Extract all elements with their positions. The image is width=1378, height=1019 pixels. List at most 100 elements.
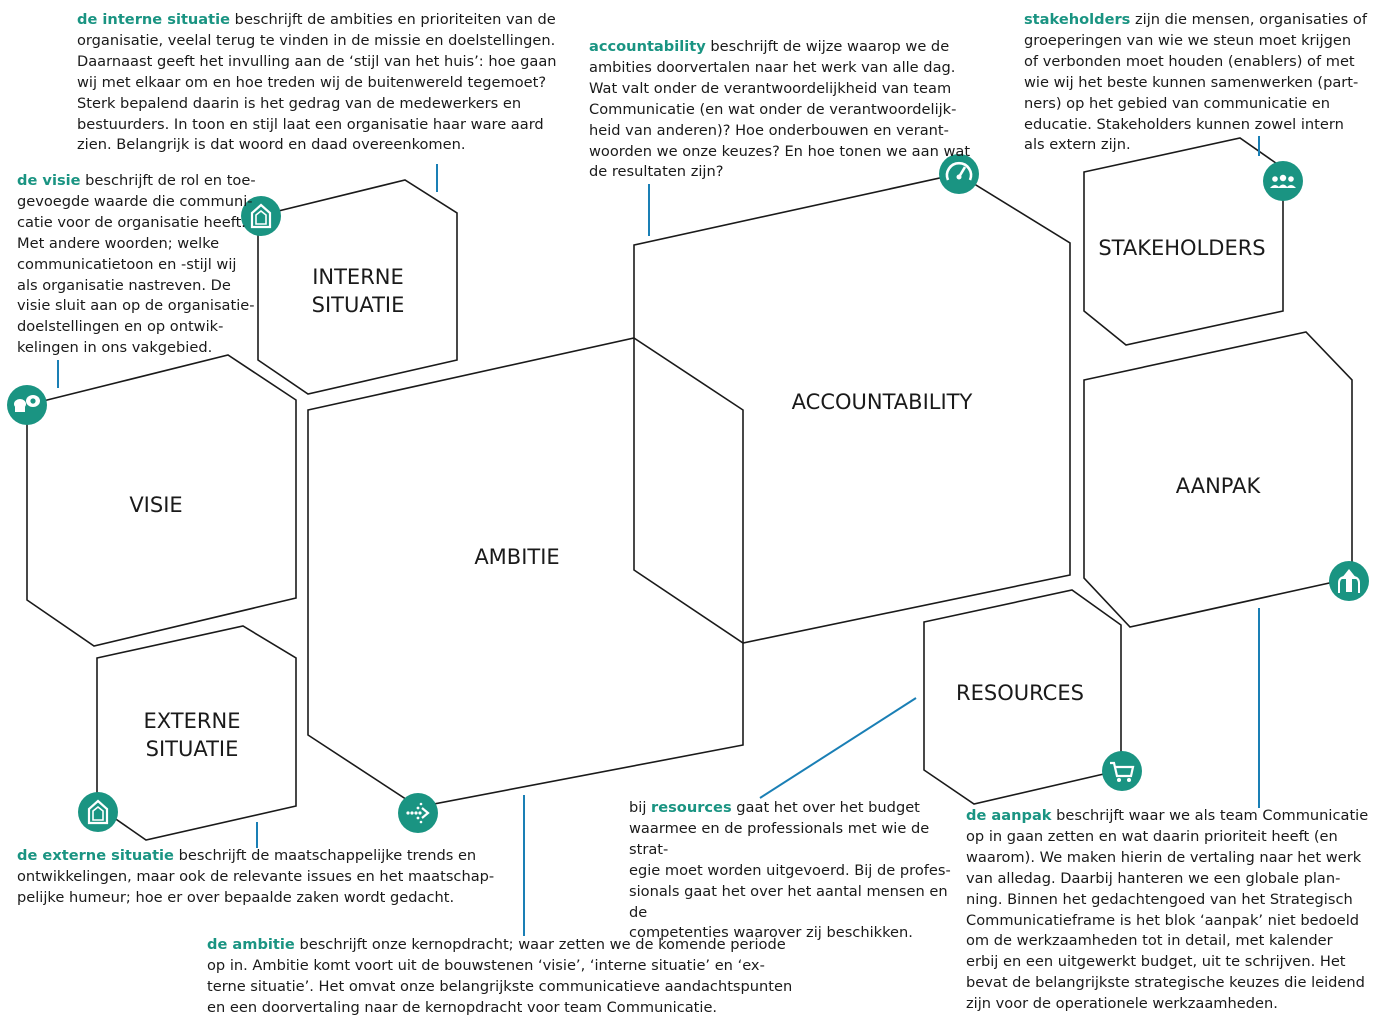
desc-stakeholders: stakeholders zijn die mensen, organisati… (1024, 10, 1374, 156)
label-externe-situatie: EXTERNE SITUATIE (122, 707, 262, 763)
line: erbij en een uitgewerkt budget, uit te s… (966, 953, 1346, 971)
line: Communicatie (en wat onder de verantwoor… (589, 100, 957, 118)
house-icon (241, 196, 281, 236)
line: beschrijft onze kernopdracht; waar zette… (294, 936, 786, 953)
keyword: de interne situatie (77, 11, 231, 28)
merge-arrows-icon (1329, 561, 1369, 601)
keyword: de aanpak (966, 807, 1052, 824)
line: op in. Ambitie komt voort uit de bouwste… (207, 956, 765, 974)
label-aanpak: AANPAK (1158, 472, 1278, 500)
line: zien. Belangrijk is dat woord en daad ov… (77, 136, 466, 154)
line: waarom). We maken hierin de vertaling na… (966, 848, 1362, 866)
keyword: de visie (17, 172, 81, 189)
label-line: ACCOUNTABILITY (791, 390, 973, 414)
desc-accountability: accountability beschrijft de wijze waaro… (589, 37, 989, 183)
line: gaat het over het budget (731, 799, 920, 816)
line: of verbonden moet houden (enablers) of m… (1024, 52, 1355, 70)
line: van alledag. Daarbij hanteren we een glo… (966, 869, 1341, 887)
line: Wat valt onder de verantwoordelijkheid v… (589, 79, 952, 97)
line: gevoegde waarde die communi- (17, 192, 253, 210)
gauge-icon (939, 154, 979, 194)
line: beschrijft de ambities en prioriteiten v… (230, 11, 556, 28)
line: bij (629, 799, 652, 816)
desc-visie: de visie beschrijft de rol en toe-gevoeg… (17, 171, 257, 359)
desc-aanpak: de aanpak beschrijft waar we als team Co… (966, 806, 1371, 1015)
block-visie (26, 354, 297, 647)
line: ners) op het gebied van communicatie en (1024, 94, 1331, 112)
keyword: stakeholders (1024, 11, 1131, 28)
desc-ambitie: de ambitie beschrijft onze kernopdracht;… (207, 935, 807, 1019)
label-accountability: ACCOUNTABILITY (772, 388, 992, 416)
line: groeperingen van wie we steun moet krijg… (1024, 31, 1352, 49)
people-icon (1263, 161, 1303, 201)
block-ambitie (307, 337, 744, 808)
line: organisatie, veelal terug te vinden in d… (77, 31, 556, 49)
label-stakeholders: STAKEHOLDERS (1092, 234, 1272, 262)
line: op in gaan zetten en wat daarin priorite… (966, 827, 1338, 845)
line: als organisatie nastreven. De (17, 276, 231, 294)
binoculars-icon (7, 385, 47, 425)
line: en een doorvertaling naar de kernopdrach… (207, 998, 718, 1016)
line: ontwikkelingen, maar ook de relevante is… (17, 867, 495, 885)
desc-externe-situatie: de externe situatie beschrijft de maatsc… (17, 846, 497, 909)
line: Sterk bepalend daarin is het gedrag van … (77, 94, 522, 112)
label-visie: VISIE (96, 491, 216, 519)
line: Communicatieframe is het blok ‘aanpak’ n… (966, 911, 1360, 929)
label-line: AMBITIE (474, 545, 560, 569)
label-ambitie: AMBITIE (447, 543, 587, 571)
line: zijn die mensen, organisaties of (1130, 11, 1367, 28)
line: beschrijft de rol en toe- (80, 172, 256, 189)
label-interne-situatie: INTERNE SITUATIE (288, 263, 428, 319)
line: bestuurders. In toon en stijl laat een o… (77, 115, 544, 133)
label-line: EXTERNE (143, 709, 241, 733)
line: beschrijft waar we als team Communicatie (1051, 807, 1369, 824)
block-stakeholders (1083, 137, 1284, 346)
line: wij met elkaar om en hoe treden wij de b… (77, 73, 547, 91)
desc-resources: bij resources gaat het over het budget wa… (629, 798, 969, 944)
label-line: SITUATIE (311, 293, 405, 317)
line: communicatietoon en -stijl wij (17, 255, 237, 273)
label-line: VISIE (129, 493, 183, 517)
line: ning. Binnen het gedachtengoed van het S… (966, 890, 1353, 908)
line: woorden we onze keuzes? En hoe tonen we … (589, 142, 971, 160)
line: ambities doorvertalen naar het werk van … (589, 58, 956, 76)
line: visie sluit aan op de organisatie- (17, 297, 255, 315)
house-icon (78, 792, 118, 832)
line: heid van anderen)? Hoe onderbouwen en ve… (589, 121, 949, 139)
block-interne-situatie (257, 179, 458, 395)
shopping-cart-icon (1102, 751, 1142, 791)
line: Met andere woorden; welke (17, 234, 220, 252)
label-line: RESOURCES (956, 681, 1084, 705)
label-line: INTERNE (312, 265, 404, 289)
line: waarmee en de professionals met wie de s… (629, 819, 930, 858)
line: wie wij het beste kunnen samenwerken (pa… (1024, 73, 1359, 91)
label-line: AANPAK (1175, 474, 1261, 498)
line: om de werkzaamheden tot in detail, met k… (966, 932, 1333, 950)
line: competenties waarover zij beschikken. (629, 924, 913, 942)
line: beschrijft de wijze waarop we de (705, 38, 950, 55)
line: catie voor de organisatie heeft. (17, 213, 246, 231)
line: pelijke humeur; hoe er over bepaalde zak… (17, 888, 455, 906)
line: de resultaten zijn? (589, 163, 724, 181)
line: educatie. Stakeholders kunnen zowel inte… (1024, 115, 1344, 133)
line: Daarnaast geeft het invulling aan de ‘st… (77, 52, 557, 70)
line: bevat de belangrijkste strategische keuz… (966, 974, 1365, 992)
line: kelingen in ons vakgebied. (17, 339, 213, 357)
line: als extern zijn. (1024, 136, 1131, 154)
keyword: resources (651, 799, 732, 816)
label-resources: RESOURCES (945, 679, 1095, 707)
label-line: STAKEHOLDERS (1098, 236, 1266, 260)
connector-resources (759, 697, 917, 799)
label-line: SITUATIE (145, 737, 239, 761)
line: doelstellingen en op ontwik- (17, 318, 224, 336)
line: zijn voor de operationele werkzaamheden. (966, 995, 1278, 1013)
desc-interne-situatie: de interne situatie beschrijft de ambiti… (77, 10, 557, 156)
line: egie moet worden uitgevoerd. Bij de prof… (629, 861, 951, 879)
line: terne situatie’. Het omvat onze belangri… (207, 977, 793, 995)
line: beschrijft de maatschappelijke trends en (173, 847, 477, 864)
arrow-down-dots-icon (398, 793, 438, 833)
line: sionals gaat het over het aantal mensen … (629, 882, 948, 921)
keyword: de externe situatie (17, 847, 174, 864)
keyword: accountability (589, 38, 706, 55)
